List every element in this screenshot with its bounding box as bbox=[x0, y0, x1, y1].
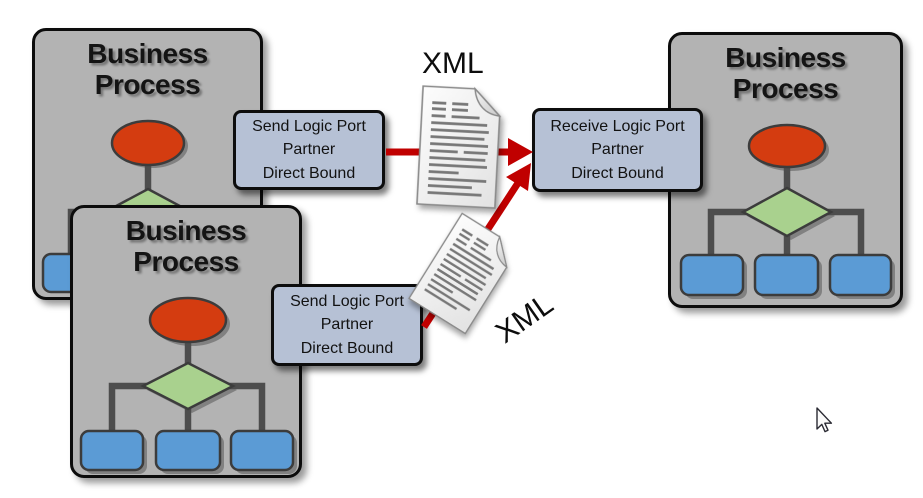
business-process-title: Business Process bbox=[87, 38, 208, 101]
business-process-box-right: Business Process bbox=[668, 32, 903, 308]
business-process-box-left-front: Business Process bbox=[70, 205, 302, 478]
mouse-cursor bbox=[816, 407, 833, 433]
business-process-flowchart bbox=[679, 123, 895, 299]
xml-label-1: XML bbox=[422, 47, 484, 80]
decision-diamond-icon bbox=[740, 186, 834, 238]
task-rect-icon bbox=[679, 253, 745, 297]
decision-diamond-icon bbox=[140, 361, 236, 411]
send-port-1-box: Send Logic Port Partner Direct Bound bbox=[233, 110, 385, 190]
message-arrow-2-head bbox=[506, 163, 531, 191]
xml-document-icon bbox=[416, 85, 502, 209]
start-ellipse-icon bbox=[747, 123, 827, 169]
xml-label-2: XML bbox=[489, 287, 560, 350]
task-rect-icon bbox=[79, 429, 145, 472]
task-rect-icon bbox=[828, 253, 893, 297]
start-ellipse-icon bbox=[110, 119, 186, 167]
message-arrow-1-head bbox=[508, 138, 533, 166]
task-rect-icon bbox=[229, 429, 295, 472]
send-port-2-box: Send Logic Port Partner Direct Bound bbox=[271, 284, 423, 366]
start-ellipse-icon bbox=[148, 296, 228, 344]
task-rect-icon bbox=[154, 429, 222, 472]
receive-port-box: Receive Logic Port Partner Direct Bound bbox=[532, 108, 703, 192]
task-rect-icon bbox=[753, 253, 820, 297]
business-process-flowchart bbox=[79, 296, 297, 474]
business-process-title: Business Process bbox=[725, 42, 846, 105]
business-process-title: Business Process bbox=[125, 215, 247, 278]
